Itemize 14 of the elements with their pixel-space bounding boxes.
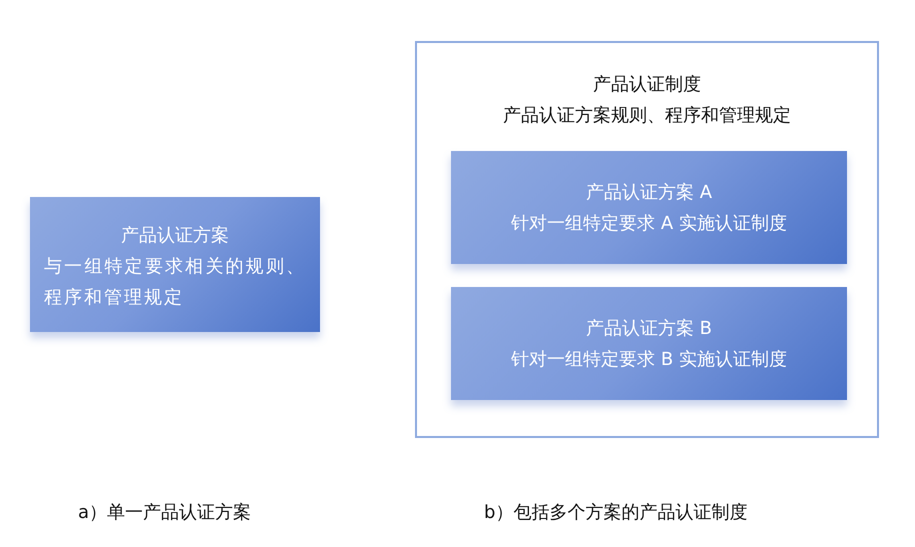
box-title: 产品认证方案 A	[584, 181, 714, 205]
figure-caption: b）包括多个方案的产品认证制度	[484, 501, 748, 524]
process-box	[451, 287, 847, 400]
box-title: 产品认证方案 B	[584, 317, 714, 341]
figure-caption: a）单一产品认证方案	[78, 501, 252, 524]
process-box	[30, 197, 320, 332]
box-title: 产品认证方案	[120, 224, 230, 248]
box-description: 针对一组特定要求 B 实施认证制度	[510, 348, 788, 372]
process-box	[451, 151, 847, 264]
box-title: 产品认证制度	[592, 73, 702, 97]
box-description: 与一组特定要求相关的规则、程序和管理规定	[44, 255, 306, 310]
box-description: 针对一组特定要求 A 实施认证制度	[510, 212, 788, 236]
container-box	[415, 41, 879, 438]
box-description: 产品认证方案规则、程序和管理规定	[502, 104, 792, 128]
